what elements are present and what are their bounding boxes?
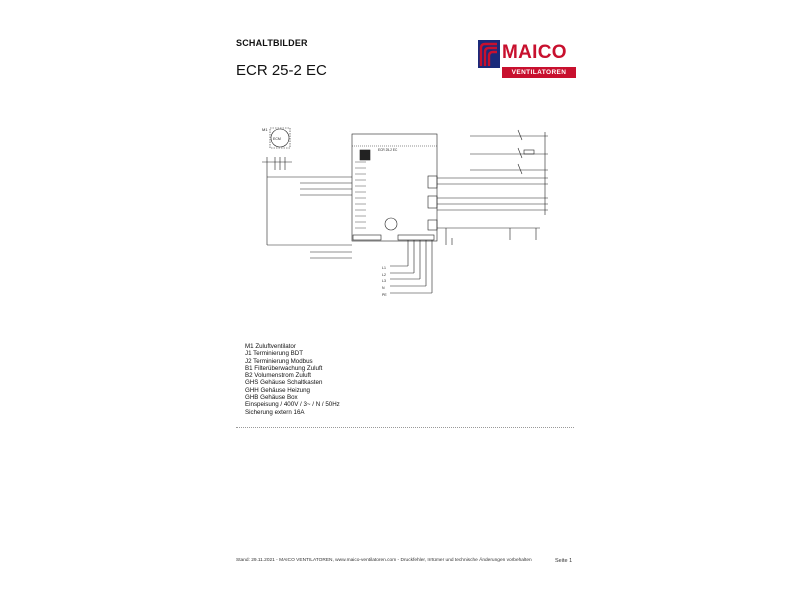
legend-item: B2 Volumenstrom Zuluft [245,372,312,380]
logo-subtitle: VENTILATOREN [502,67,576,78]
page-number: Seite 1 [555,558,573,564]
logo-brand: MAICO [502,42,567,63]
legend-item: GHH Gehäuse Heizung [245,386,311,394]
legend-item: J1 Terminierung BDT [245,350,304,358]
legend-item: J2 Terminierung Modbus [245,357,313,365]
maico-logo: MAICO VENTILATOREN [478,40,576,81]
product-title: ECR 25-2 EC [236,62,327,79]
divider [236,427,574,428]
legend-item: GHB Gehäuse Box [245,394,298,402]
feed-label-l2: L2 [382,273,386,277]
wiring-diagram: M1 ECM ECR 25-2 EC L1 L2 L3 N PE [262,127,548,297]
feed-label-pe: PE [382,293,387,297]
feed-label-l1: L1 [382,266,386,270]
feed-label-l3: L3 [382,279,386,283]
feed-label-n: N [382,286,385,290]
legend-item: Einspeisung / 400V / 3~ / N / 50Hz [245,401,340,409]
controller-label: ECR 25-2 EC [378,148,398,152]
legend-item: M1 Zuluftventilator [245,343,296,350]
legend: M1 Zuluftventilator J1 Terminierung BDT … [245,343,340,416]
motor-symbol-label: ECM [273,137,281,141]
motor-label: M1 [262,127,268,132]
legend-item: Sicherung extern 16A [245,408,305,416]
section-title: SCHALTBILDER [236,38,308,48]
legend-item: B1 Filterüberwachung Zuluft [245,364,323,372]
legend-item: GHS Gehäuse Schaltkasten [245,379,323,387]
footer-text: Stand: 29.11.2021 - MAICO VENTILATOREN, … [236,558,532,563]
maico-logo-mark [478,40,500,68]
motor-symbol [270,128,290,148]
